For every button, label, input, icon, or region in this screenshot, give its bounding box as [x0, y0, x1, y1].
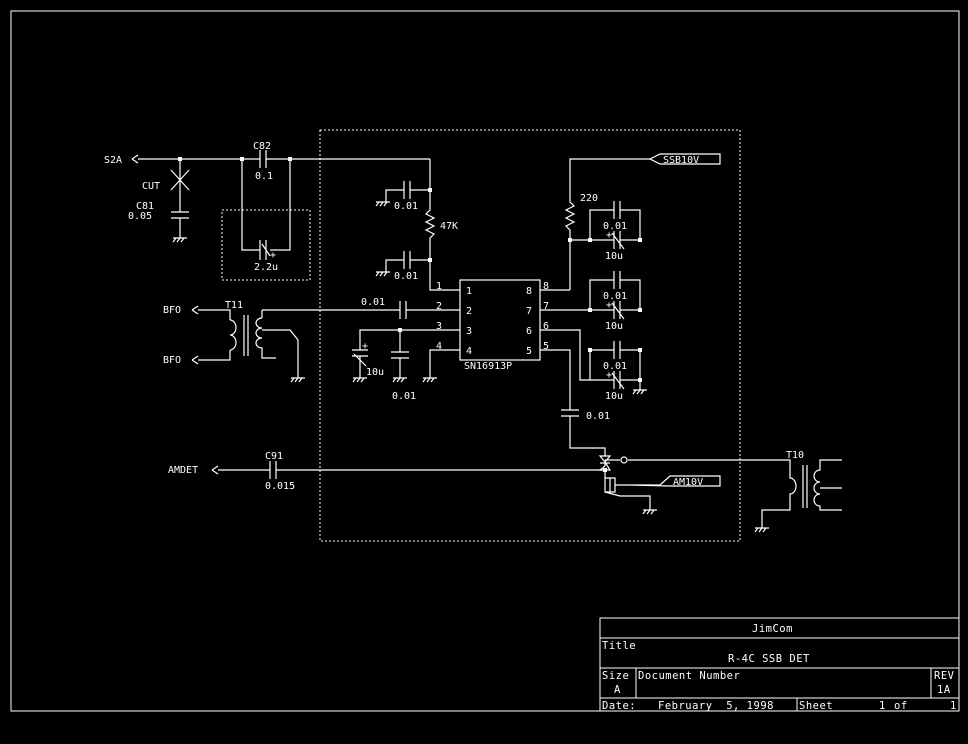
ic-pin-3: 3	[466, 326, 472, 337]
date-value: February 5, 1998	[658, 700, 774, 712]
size-label: Size	[602, 670, 629, 682]
doc-number-label: Document Number	[638, 670, 740, 682]
decoupling-row-1: 0.01 10u +	[568, 201, 642, 262]
ic-pin-6: 6	[526, 326, 532, 337]
ic-pin-2: 2	[466, 306, 472, 317]
sheet-border	[10, 10, 960, 712]
label-cap-r1-e: 10u	[605, 251, 623, 262]
svg-text:6: 6	[543, 321, 549, 332]
label-cap-pin3: 0.01	[392, 391, 416, 402]
svg-text:5: 5	[543, 341, 549, 352]
label-bfo-top: BFO	[163, 305, 181, 316]
label-c82-value: 0.1	[255, 171, 273, 182]
sheet-label: Sheet	[799, 700, 833, 712]
ic-pin-4: 4	[466, 346, 472, 357]
ssb10v-supply: SSB10V 220	[540, 153, 721, 291]
ic-pin-8: 8	[526, 286, 532, 297]
svg-text:1: 1	[436, 281, 442, 292]
label-cap-r1: 0.01	[603, 221, 627, 232]
label-cap-r3-e: 10u	[605, 391, 623, 402]
decoupling-row-3: 0.01 10u +	[540, 329, 647, 402]
label-47k: 47K	[440, 221, 458, 232]
label-c91: C91	[265, 451, 283, 462]
svg-text:+: +	[606, 230, 612, 241]
rev-value: 1A	[937, 684, 951, 696]
output-switch: 0.01 AM10V	[540, 349, 780, 515]
label-220: 220	[580, 193, 598, 204]
svg-text:+: +	[362, 341, 368, 352]
svg-text:3: 3	[436, 321, 442, 332]
label-c91-value: 0.015	[265, 481, 295, 492]
label-amdet: AMDET	[168, 465, 198, 476]
title-label: Title	[602, 640, 636, 652]
date-label: Date:	[602, 700, 636, 712]
label-ssb10v: SSB10V	[663, 155, 699, 166]
ic-sn16913p: 1 2 3 4 8 7 6 5 1 2 3 4 8 7 6 5 SN16913P	[436, 279, 549, 372]
label-c81-value: 0.05	[128, 211, 152, 222]
amdet-section: AMDET C91 0.015	[168, 451, 607, 492]
label-cap-pin2: 0.01	[361, 297, 385, 308]
drawing-title: R-4C SSB DET	[728, 653, 810, 665]
svg-text:+: +	[270, 250, 276, 261]
svg-text:7: 7	[543, 301, 549, 312]
ic-pin-5: 5	[526, 346, 532, 357]
sheet-of-label: of	[894, 700, 908, 712]
pin3-pin4: + 10u 0.01	[352, 328, 460, 402]
title-block: JimCom Title R-4C SSB DET Size A Documen…	[599, 617, 960, 712]
label-cap-r2-e: 10u	[605, 321, 623, 332]
label-10u-left: 10u	[366, 367, 384, 378]
label-c81: C81	[136, 201, 154, 212]
label-t10: T10	[786, 450, 804, 461]
size-value: A	[614, 684, 621, 696]
module-boundary	[319, 129, 741, 542]
svg-text:+: +	[606, 370, 612, 381]
label-am10v: AM10V	[673, 477, 703, 488]
t11-transformer: BFO BFO T11 0.01	[163, 297, 460, 383]
label-t11: T11	[225, 300, 243, 311]
label-s2a: S2A	[104, 155, 122, 166]
sheet-total: 1	[950, 700, 957, 712]
label-cap-r2: 0.01	[603, 291, 627, 302]
optional-cap-boundary	[221, 209, 311, 281]
svg-text:8: 8	[543, 281, 549, 292]
label-cap-r3: 0.01	[603, 361, 627, 372]
label-cap-top1: 0.01	[394, 201, 418, 212]
label-bfo-bot: BFO	[163, 355, 181, 366]
svg-text:4: 4	[436, 341, 442, 352]
sheet-number: 1	[879, 700, 886, 712]
company-name: JimCom	[752, 623, 793, 635]
label-cap-out: 0.01	[586, 411, 610, 422]
s2a-section: S2A CUT C81 0.05 C82 0.1 2.2u +	[104, 141, 430, 273]
ic-pin-1: 1	[466, 286, 472, 297]
label-cut: CUT	[142, 181, 160, 192]
input-filter: 0.01 47K 0.01	[375, 159, 460, 291]
ic-part-number: SN16913P	[464, 361, 512, 372]
rev-label: REV	[934, 670, 955, 682]
label-c82: C82	[253, 141, 271, 152]
t10-transformer: T10	[754, 450, 842, 533]
decoupling-row-2: 0.01 10u +	[540, 271, 642, 332]
svg-text:+: +	[606, 300, 612, 311]
ic-pin-7: 7	[526, 306, 532, 317]
svg-text:2: 2	[436, 301, 442, 312]
label-cap-top2: 0.01	[394, 271, 418, 282]
label-2u2: 2.2u	[254, 262, 278, 273]
